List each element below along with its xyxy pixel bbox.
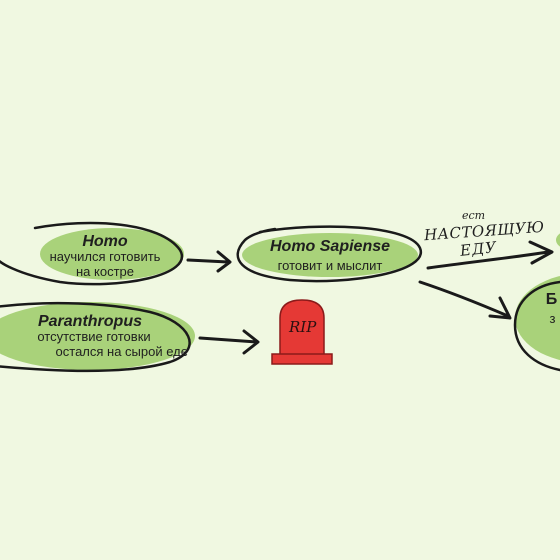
node-homo-outline xyxy=(0,221,184,286)
node-partial-top-right xyxy=(556,233,560,247)
node-paranthropus-outline xyxy=(0,301,191,372)
node-sapiens-title: Homo Sapiense xyxy=(269,238,391,255)
node-partial-top-right-fill xyxy=(556,233,560,247)
annotation-big-line2: ЕДУ xyxy=(459,238,498,260)
node-sapiens-outline xyxy=(236,225,422,283)
node-homo xyxy=(0,221,184,286)
annotation-small: ест xyxy=(462,209,486,222)
node-sapiens xyxy=(236,225,422,283)
node-sapiens-fill xyxy=(242,233,418,277)
tombstone-label: RIP xyxy=(289,318,317,336)
arrow-paranthropus-to-rip xyxy=(198,329,260,355)
node-paranthropus-fill xyxy=(0,302,195,370)
node-partial-right-outline xyxy=(513,280,560,372)
arrow-homo-to-sapiens xyxy=(186,250,232,273)
arrow-sapiens-to-food xyxy=(426,240,554,270)
arrow-sapiens-to-right-node xyxy=(418,280,512,320)
tombstone-icon xyxy=(271,299,333,365)
node-homo-line1: научился готовить xyxy=(49,249,161,264)
node-paranthropus-line1: отсутствие готовки xyxy=(37,329,151,344)
node-homo-fill xyxy=(40,228,184,280)
node-sapiens-line1: готовит и мыслит xyxy=(277,258,383,273)
node-homo-line2: на костре xyxy=(76,264,134,279)
node-partial-right-title: Б xyxy=(545,291,558,308)
tombstone-base xyxy=(271,353,333,365)
node-partial-right xyxy=(513,275,560,372)
node-paranthropus-title: Paranthropus xyxy=(37,313,142,330)
tombstone-stone xyxy=(279,299,325,356)
node-partial-right-line1: з xyxy=(549,311,556,326)
node-homo-title: Homo xyxy=(82,233,128,250)
node-paranthropus xyxy=(0,301,195,372)
node-paranthropus-line2: остался на сырой еде xyxy=(55,344,188,359)
